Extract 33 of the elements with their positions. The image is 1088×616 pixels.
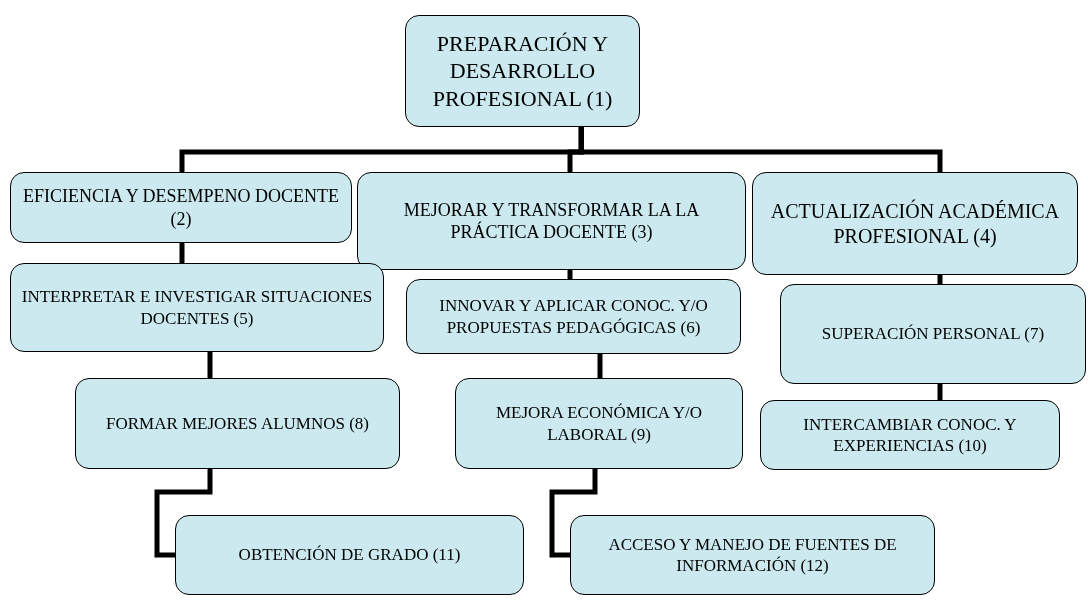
box-label: OBTENCIÓN DE GRADO (11): [238, 544, 461, 566]
concept-box: [10, 172, 352, 243]
concept-box: [75, 378, 400, 469]
concept-box: [406, 279, 741, 354]
concept-box: [752, 172, 1078, 275]
box-label: MEJORAR Y TRANSFORMAR LA LA PRÁCTICA DOCENTE (3): [402, 198, 701, 244]
connector-line: [937, 384, 943, 400]
concept-box: [175, 515, 524, 595]
connector-line: [154, 469, 213, 558]
box-label: ACCESO Y MANEJO DE FUENTES DE INFORMACIÓN (12): [607, 533, 898, 577]
box-label: MEJORA ECONÓMICA Y/O LABORAL (9): [494, 402, 704, 445]
concept-box: [570, 515, 935, 595]
box-label: PREPARACIÓN Y DESARROLLO PROFESIONAL (1): [431, 29, 614, 113]
concept-box: [357, 172, 746, 270]
connector-line: [578, 127, 943, 172]
connector-line: [549, 469, 598, 558]
box-label: INNOVAR Y APLICAR CONOC. Y/O PROPUESTAS PEDAGÓGICAS (6): [438, 295, 709, 338]
concept-box: [455, 378, 743, 469]
box-label: EFICIENCIA Y DESEMPENO DOCENTE (2): [21, 185, 341, 230]
concept-box: [780, 284, 1086, 384]
box-label: SUPERACIÓN PERSONAL (7): [821, 323, 1045, 345]
concept-box: [760, 400, 1060, 470]
connector-line: [179, 243, 185, 263]
box-label: INTERPRETAR E INVESTIGAR SITUACIONES DOCENTES (5): [20, 286, 374, 329]
box-label: ACTUALIZACIÓN ACADÉMICA PROFESIONAL (4): [769, 198, 1061, 249]
connector-line: [597, 354, 603, 378]
concept-box: [10, 263, 384, 352]
box-label: FORMAR MEJORES ALUMNOS (8): [105, 412, 370, 435]
concept-box: [405, 15, 640, 127]
box-label: INTERCAMBIAR CONOC. Y EXPERIENCIAS (10): [802, 413, 1018, 457]
connector-line: [937, 275, 943, 284]
connector-line: [567, 270, 573, 279]
connector-line: [207, 352, 213, 378]
